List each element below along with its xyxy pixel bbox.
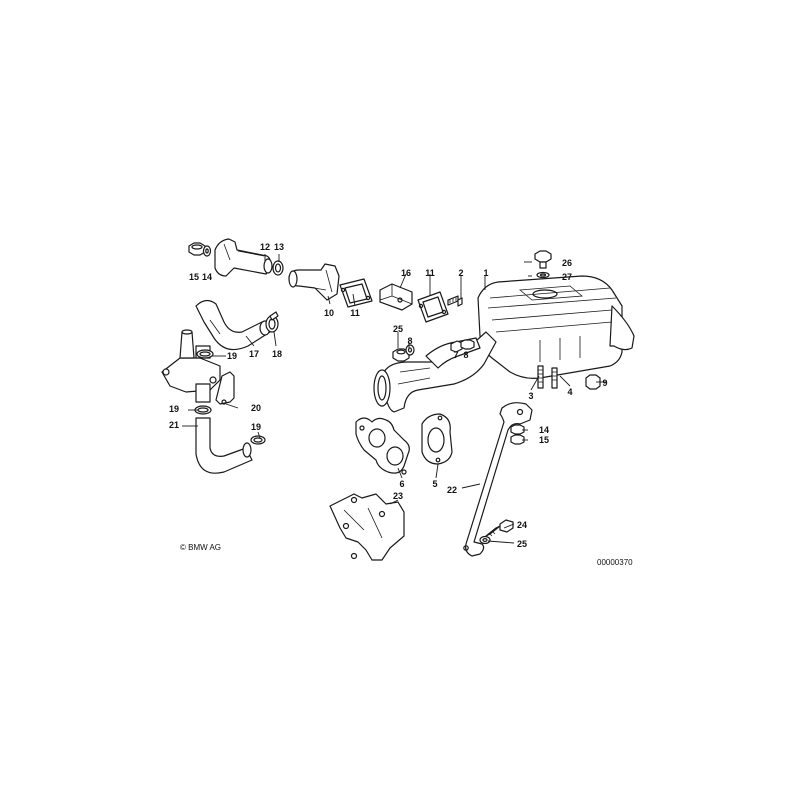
- washer-14-top: [202, 245, 212, 257]
- callout-2: 2: [458, 268, 463, 278]
- callout-15-right: 15: [539, 435, 549, 445]
- callout-24: 24: [517, 520, 527, 530]
- callout-20: 20: [251, 403, 261, 413]
- callout-labels: 1 2 3 4 5 6 7 8 8 9 10 11 11 12 13 14 14…: [169, 242, 608, 549]
- washer-8-left: [405, 344, 415, 356]
- gasket-11-left: [339, 278, 373, 308]
- callout-14-right: 14: [539, 425, 549, 435]
- washer-27: [536, 271, 550, 279]
- bracket-23: [329, 493, 405, 561]
- nut-15-top: [188, 242, 206, 256]
- bracket-20: [215, 371, 235, 405]
- hose-17: [195, 299, 271, 351]
- air-valve: [161, 329, 221, 403]
- pipe-10: [288, 263, 340, 301]
- diagram-id: 00000370: [597, 558, 633, 567]
- hanger-22: [463, 402, 533, 557]
- callout-17: 17: [249, 349, 259, 359]
- leader-lines: [182, 254, 606, 544]
- stud-4: [551, 367, 558, 389]
- callout-10: 10: [324, 308, 334, 318]
- pipe-12: [214, 238, 273, 277]
- callout-6: 6: [399, 479, 404, 489]
- callout-8-right: 8: [463, 350, 468, 360]
- stud-2: [447, 295, 463, 307]
- gasket-5: [421, 413, 453, 465]
- callout-27: 27: [562, 272, 572, 282]
- clamp-19-upper: [196, 349, 214, 359]
- callout-8-left: 8: [407, 336, 412, 346]
- callout-3: 3: [528, 391, 533, 401]
- callout-11-left: 11: [350, 308, 360, 318]
- callout-19-middle: 19: [169, 404, 179, 414]
- callout-22: 22: [447, 485, 457, 495]
- callout-23: 23: [393, 491, 403, 501]
- callout-9: 9: [602, 378, 607, 388]
- callout-19-upper: 19: [227, 351, 237, 361]
- callout-1: 1: [483, 268, 488, 278]
- nut-25-upper: [392, 348, 410, 362]
- callout-14-top: 14: [202, 272, 212, 282]
- clamp-18: [265, 311, 279, 333]
- gasket-6: [355, 417, 410, 475]
- screw-plug-26: [534, 250, 552, 269]
- copyright-text: © BMW AG: [180, 543, 221, 552]
- nut-9: [585, 374, 601, 390]
- callout-11-right: 11: [425, 268, 435, 278]
- callout-13: 13: [274, 242, 284, 252]
- callout-15-top: 15: [189, 272, 199, 282]
- callout-19-lower: 19: [251, 422, 261, 432]
- callout-18: 18: [272, 349, 282, 359]
- callout-25-upper: 25: [393, 324, 403, 334]
- clamp-19-lower: [250, 435, 266, 445]
- callout-5: 5: [432, 479, 437, 489]
- nut-14-right: [510, 424, 525, 435]
- bolt-24: [485, 519, 514, 537]
- silencer-1: [477, 275, 635, 379]
- callout-7: 7: [453, 350, 458, 360]
- callout-12: 12: [260, 242, 270, 252]
- callout-21: 21: [169, 420, 179, 430]
- nut-8-right: [460, 339, 475, 350]
- nut-15-right: [510, 434, 525, 445]
- callout-26: 26: [562, 258, 572, 268]
- gasket-11-right: [417, 291, 449, 323]
- callout-25-lower: 25: [517, 539, 527, 549]
- washer-25-lower: [479, 535, 491, 545]
- front-pipe: [373, 331, 497, 413]
- bracket-16: [379, 283, 413, 311]
- callout-4: 4: [567, 387, 572, 397]
- ring-13: [272, 260, 284, 276]
- callout-16: 16: [401, 268, 411, 278]
- clip-7: [450, 340, 463, 353]
- hose-21: [195, 417, 253, 474]
